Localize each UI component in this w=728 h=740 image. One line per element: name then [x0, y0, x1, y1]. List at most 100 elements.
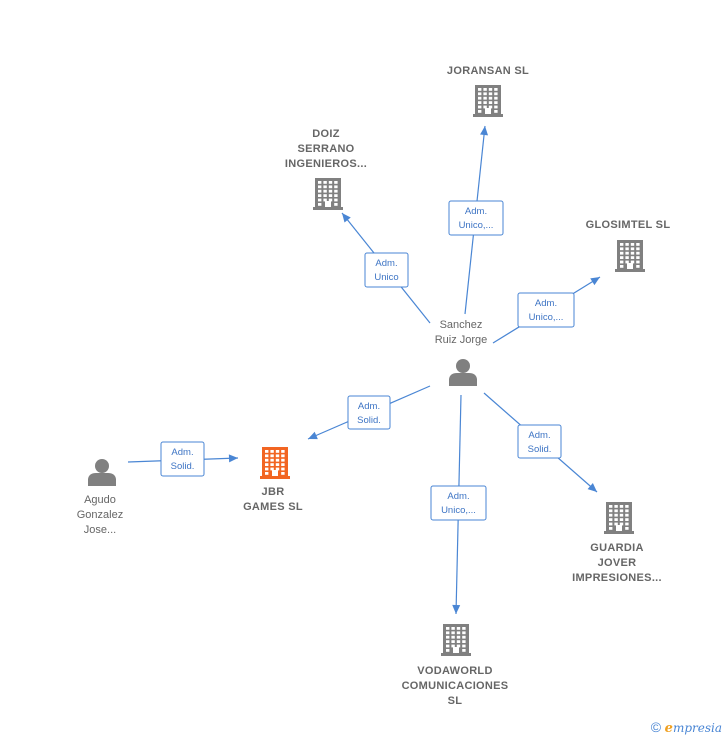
building-window [328, 194, 333, 197]
building-window [614, 513, 618, 517]
building-icon[interactable] [313, 178, 343, 210]
building-door [616, 525, 622, 531]
building-icon[interactable] [604, 502, 634, 534]
building-window [456, 644, 461, 648]
building-window [456, 627, 461, 630]
building-window [494, 96, 498, 100]
node-agudo[interactable]: AgudoGonzalezJose... [77, 459, 123, 536]
building-window [265, 450, 269, 453]
building-window [328, 189, 333, 193]
building-window [609, 522, 613, 526]
building-window [318, 189, 322, 193]
building-base [615, 269, 645, 272]
edge-agudo-jbr[interactable]: Adm.Solid. [127, 441, 239, 477]
node-label: Agudo [84, 494, 116, 506]
building-window [451, 627, 455, 630]
edge-sanchez-joransan[interactable]: Adm.Unico,... [448, 125, 504, 315]
building-window [619, 513, 624, 517]
building-icon[interactable] [473, 85, 503, 117]
building-window [446, 627, 450, 630]
edge-label-box[interactable] [160, 441, 205, 477]
building-window [609, 509, 613, 513]
building-window [334, 181, 338, 184]
footer-brand: © empresia [651, 719, 722, 736]
edge-label-text: Solid. [357, 415, 381, 426]
node-label: JORANSAN SL [447, 65, 529, 77]
building-window [620, 251, 624, 255]
edge-sanchez-jbr[interactable]: Adm.Solid. [307, 385, 431, 440]
person-icon[interactable] [449, 359, 477, 386]
edge-label-box[interactable] [448, 200, 504, 236]
edge-label-text: Adm. [528, 430, 550, 441]
building-window [275, 458, 280, 462]
building-window [446, 640, 450, 643]
building-window [478, 96, 482, 100]
building-window [265, 458, 269, 462]
building-base [604, 531, 634, 534]
edge-sanchez-doiz[interactable]: Adm.Unico [341, 212, 431, 324]
building-window [614, 522, 618, 526]
edge-label-text: Adm. [375, 258, 397, 269]
node-label: GAMES SL [243, 501, 303, 513]
building-window [456, 635, 461, 639]
edge-sanchez-vodaworld[interactable]: Adm.Unico,... [430, 394, 487, 615]
node-label: SL [448, 695, 463, 707]
building-window [265, 463, 269, 466]
building-window [323, 181, 327, 184]
building-window [281, 463, 285, 466]
node-label: IMPRESIONES... [572, 572, 662, 584]
building-window [483, 96, 487, 100]
building-window [265, 472, 269, 475]
building-window [636, 247, 640, 251]
building-window [446, 644, 450, 648]
building-window [625, 522, 629, 526]
building-window [265, 467, 269, 471]
building-window [625, 251, 629, 255]
edge-label-box[interactable] [517, 292, 575, 328]
node-label: Sanchez [440, 319, 483, 331]
edge-label-text: Unico,... [459, 220, 494, 231]
building-window [620, 260, 624, 264]
arrow-head-icon [308, 431, 318, 440]
building-icon[interactable] [441, 624, 471, 656]
node-joransan[interactable]: JORANSAN SL [447, 65, 529, 117]
building-icon[interactable] [260, 447, 290, 479]
edge-label-box[interactable] [347, 395, 391, 430]
building-window [270, 454, 274, 458]
arrow-head-icon [228, 454, 238, 463]
node-doiz[interactable]: DOIZSERRANOINGENIEROS... [285, 128, 367, 210]
building-window [494, 101, 498, 104]
building-window [281, 454, 285, 458]
person-body [449, 373, 477, 386]
building-base [313, 207, 343, 210]
building-window [270, 450, 274, 453]
building-window [494, 92, 498, 96]
edge-label-box[interactable] [364, 252, 409, 288]
building-window [636, 243, 640, 246]
building-icon[interactable] [615, 240, 645, 272]
building-window [318, 185, 322, 189]
edge-label-box[interactable] [517, 424, 562, 459]
edge-label-box[interactable] [430, 485, 487, 521]
building-window [462, 631, 466, 635]
building-window [488, 101, 493, 104]
building-window [625, 505, 629, 508]
node-glosimtel[interactable]: GLOSIMTEL SL [586, 219, 671, 272]
edge-sanchez-guardia[interactable]: Adm.Solid. [483, 392, 598, 493]
building-window [630, 260, 635, 264]
edge-label-text: Unico,... [529, 312, 564, 323]
building-window [630, 256, 635, 259]
building-window [478, 92, 482, 96]
edge-label-text: Adm. [535, 298, 557, 309]
building-window [323, 185, 327, 189]
building-window [494, 110, 498, 113]
building-window [619, 505, 624, 508]
person-icon[interactable] [88, 459, 116, 486]
edge-sanchez-glosimtel[interactable]: Adm. Unico,... [492, 276, 601, 344]
node-guardia[interactable]: GUARDIAJOVERIMPRESIONES... [572, 502, 662, 584]
